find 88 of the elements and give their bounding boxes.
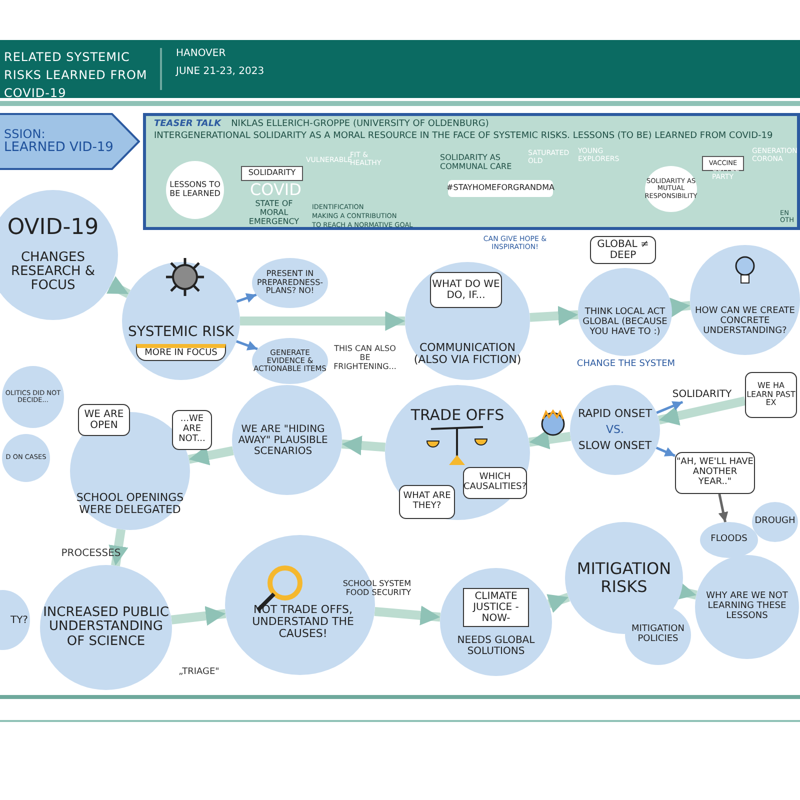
flow-arrow: [658, 396, 746, 426]
topic-circle: [252, 338, 328, 384]
flow-arrow: [546, 592, 570, 613]
topic-circle: [752, 502, 798, 542]
arrow: [236, 340, 258, 350]
arrow: [236, 293, 257, 303]
side-note: CHANGE THE SYSTEM: [576, 360, 676, 370]
talk-label: TEASER TALK: [154, 120, 222, 130]
text: WHY ARE WE NOT LEARNING THESE LESSONS: [705, 592, 789, 622]
text: WE ARE OPEN: [83, 409, 125, 431]
text: #STAYHOMEFORGRANDMA: [446, 184, 554, 193]
text: DROUGH: [754, 517, 796, 527]
text: MITIGATION RISKS: [576, 560, 672, 596]
text: SLOW ONSET: [578, 440, 652, 452]
text: MORE IN FOCUS: [136, 344, 226, 362]
label-text: JUNE 21-23, 2023: [176, 66, 266, 77]
topic-circle: [700, 522, 758, 558]
sign: [702, 156, 744, 171]
text: WE ARE "HIDING AWAY" PLAUSIBLE SCENARIOS: [237, 424, 329, 456]
text: CHANGES RESEARCH & FOCUS: [10, 250, 96, 294]
text: WE HA LEARN PAST EX: [746, 382, 796, 408]
text: OVID-19: [7, 216, 99, 241]
text: SCHOOL SYSTEM: [342, 580, 411, 589]
text: WHAT ARE THEY?: [402, 492, 452, 512]
speech-bubble: [675, 452, 755, 494]
label-text: HANOVER: [176, 48, 227, 59]
flow-arrow: [342, 436, 386, 456]
text: CLIMATE JUSTICE -NOW-: [463, 588, 529, 626]
side-note: COVID: [250, 181, 300, 199]
flow-arrow: [188, 446, 234, 466]
text: SOLIDARITY: [248, 169, 296, 178]
flow-arrow: [530, 306, 578, 326]
text: TRADE OFFS: [410, 407, 504, 424]
speech-bubble: [430, 272, 502, 308]
flow-arrow: [374, 606, 441, 626]
text: RAPID ONSET: [578, 408, 652, 420]
speech-bubble: [78, 404, 130, 436]
session-banner: [0, 113, 140, 170]
text: FOOD SECURITY: [346, 588, 411, 598]
flow-arrow: [108, 528, 128, 566]
arrow: [656, 446, 676, 457]
heading-title: RELATED SYSTEMIC RISKS LEARNED FROM COVID-19: [4, 49, 148, 102]
text: FLOODS: [710, 535, 748, 545]
text: SYSTEMIC RISK: [128, 324, 234, 340]
text: MITIGATION POLICIES: [630, 625, 686, 645]
hashtag-box: [448, 180, 553, 197]
text: NEEDS GLOBAL SOLUTIONS: [456, 634, 536, 656]
text: WHICH CAUSALITIES?: [463, 473, 527, 493]
text: HOW CAN WE CREATE CONCRETE UNDERSTANDING?: [694, 307, 796, 337]
topic-circle: [645, 166, 697, 212]
speech-bubble: [399, 485, 455, 519]
flow-arrow: [670, 298, 691, 318]
side-note: STATE OF MORAL EMERGENCY: [248, 200, 300, 226]
speech-bubble: [745, 372, 797, 418]
text: LESSONS TO BE LEARNED: [168, 181, 222, 199]
speech-bubble: [590, 236, 656, 264]
text: INCREASED PUBLIC UNDERSTANDING OF SCIENCE: [42, 606, 170, 649]
text: WHAT DO WE DO, IF...: [431, 279, 501, 301]
arrow: [656, 400, 684, 414]
text: GLOBAL ≠ DEEP: [596, 239, 650, 261]
label-text: SOLIDARITY AS COMMUNAL CARE: [440, 154, 513, 172]
text: SCHOOL OPENINGS WERE DELEGATED: [75, 492, 185, 516]
text: SOLIDARITY: [672, 388, 732, 400]
side-note: PROCESSES: [60, 548, 122, 559]
text: THINK LOCAL ACT GLOBAL (BECAUSE YOU HAVE TO :): [582, 308, 668, 338]
text: LEARNED VID-19: [4, 140, 114, 156]
sign: [241, 166, 303, 181]
side-note: THIS CAN ALSO BE FRIGHTENING...: [332, 345, 398, 372]
text: "AH, WE'LL HAVE ANOTHER YEAR..": [676, 458, 754, 488]
text: VS.: [606, 424, 624, 436]
text: NIKLAS ELLERICH-GROPPE (UNIVERSITY OF OLDENBURG): [231, 120, 489, 130]
side-note: „TRIAGE": [178, 668, 220, 678]
text: SSION:: [4, 128, 46, 141]
topic-circle: [252, 258, 328, 308]
text: PRESENT IN PREPAREDNESS-PLANS? NO!: [256, 270, 324, 296]
speech-bubble: [172, 410, 212, 450]
topic-circle: [2, 434, 50, 482]
flow-arrow: [106, 276, 131, 298]
arrow: [718, 494, 728, 522]
flow-arrow: [240, 311, 405, 331]
flow-arrow: [528, 430, 572, 450]
text: TY?: [10, 614, 28, 626]
speech-bubble: [463, 467, 527, 499]
teaser-talk-panel: [143, 113, 800, 230]
text: INTERGENERATIONAL SOLIDARITY AS A MORAL RESOURCE IN THE FACE OF SYSTEMIC RISKS. LESSONS (TO BE) LEARNED FROM COVID-19: [154, 132, 774, 142]
text: COMMUNICATION (ALSO VIA FICTION): [412, 342, 522, 366]
text: ...WE ARE NOT...: [178, 415, 206, 445]
flow-arrow: [171, 606, 226, 626]
